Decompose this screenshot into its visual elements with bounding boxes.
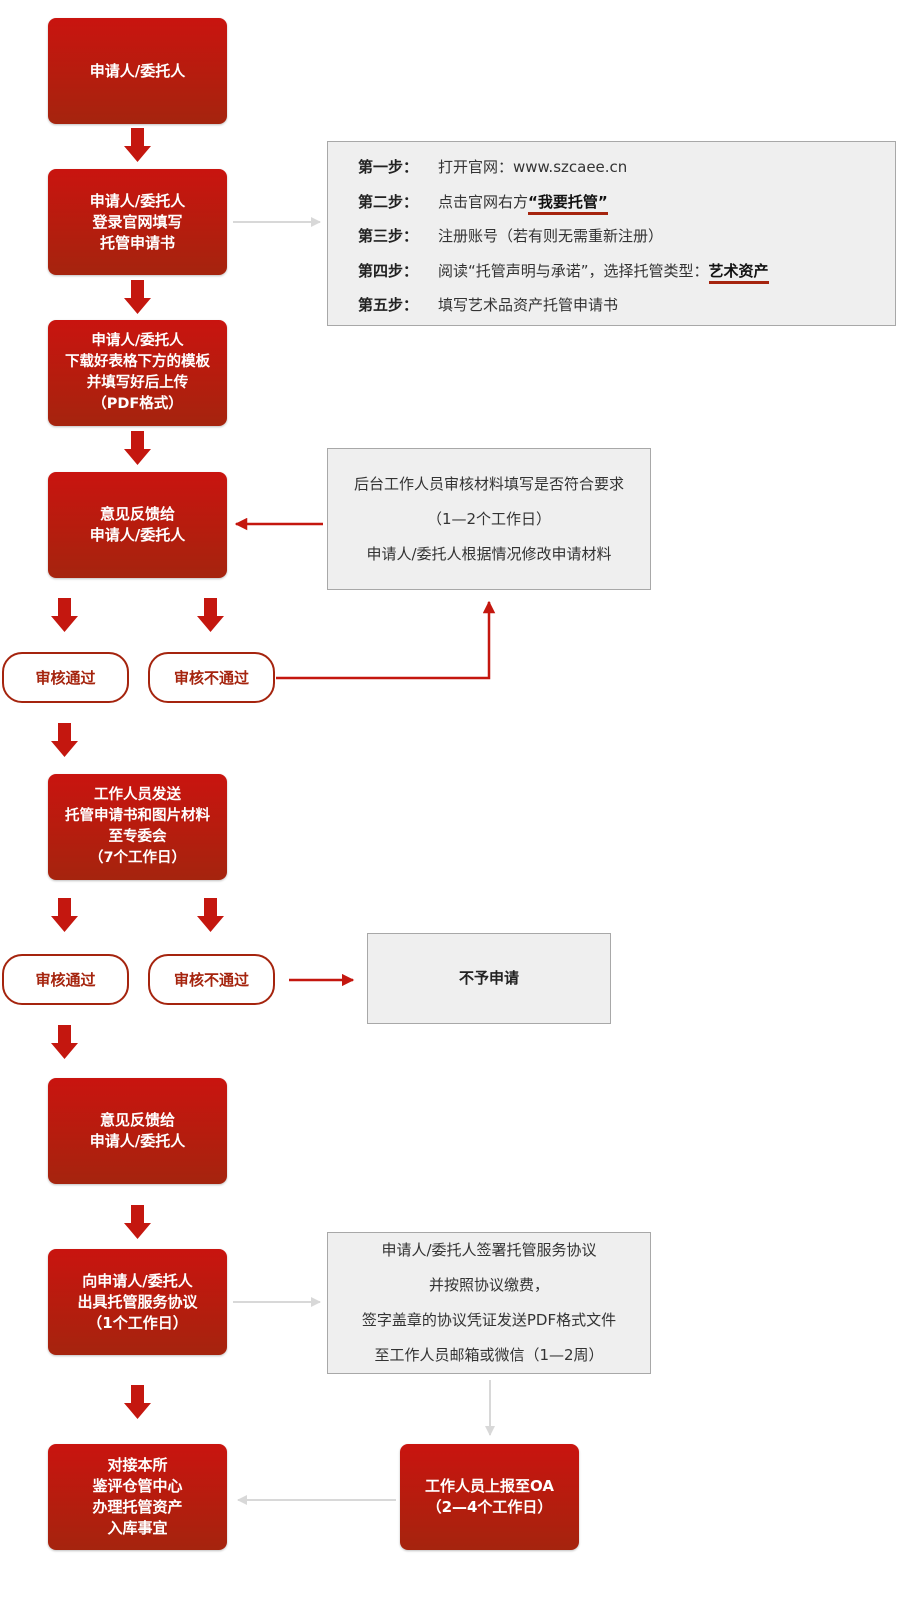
down-arrow (51, 1025, 78, 1059)
down-arrow (124, 1205, 151, 1239)
highlight-my-custody: “我要托管” (528, 192, 608, 215)
box-feedback-1: 意见反馈给 申请人/委托人 (48, 472, 227, 578)
down-arrow (124, 431, 151, 465)
down-arrow (51, 898, 78, 932)
box-applicant: 申请人/委托人 (48, 18, 227, 124)
review-box: 后台工作人员审核材料填写是否符合要求 （1—2个工作日） 申请人/委托人根据情况… (327, 448, 651, 590)
highlight-art-asset: 艺术资产 (708, 261, 769, 284)
step-row: 第三步：注册账号（若有则无需重新注册） (358, 227, 664, 245)
box-download-upload: 申请人/委托人 下载好表格下方的模板 并填写好后上传 （PDF格式） (48, 320, 227, 426)
box-feedback-2: 意见反馈给 申请人/委托人 (48, 1078, 227, 1184)
pill-fail-1: 审核不通过 (148, 652, 275, 703)
step-row: 第五步：填写艺术品资产托管申请书 (358, 296, 619, 314)
reject-box: 不予申请 (367, 933, 611, 1024)
pill-pass-2: 审核通过 (2, 954, 129, 1005)
step-row: 第一步：打开官网：www.szcaee.cn (358, 158, 628, 176)
box-report-oa: 工作人员上报至OA （2—4个工作日） (400, 1444, 579, 1550)
box-login-apply: 申请人/委托人 登录官网填写 托管申请书 (48, 169, 227, 275)
steps-box: 第一步：打开官网：www.szcaee.cn 第二步：点击官网右方“我要托管” … (327, 141, 896, 326)
step-row: 第四步：阅读“托管声明与承诺”，选择托管类型：艺术资产 (358, 254, 895, 289)
down-arrow (197, 898, 224, 932)
pill-pass-1: 审核通过 (2, 652, 129, 703)
down-arrow (124, 128, 151, 162)
down-arrow (124, 1385, 151, 1419)
down-arrow (197, 598, 224, 632)
down-arrow (51, 723, 78, 757)
down-arrow (51, 598, 78, 632)
agreement-box: 申请人/委托人签署托管服务协议 并按照协议缴费， 签字盖章的协议凭证发送PDF格… (327, 1232, 651, 1374)
box-send-committee: 工作人员发送 托管申请书和图片材料 至专委会 （7个工作日） (48, 774, 227, 880)
box-issue-agreement: 向申请人/委托人 出具托管服务协议 （1个工作日） (48, 1249, 227, 1355)
down-arrow (124, 280, 151, 314)
box-warehouse: 对接本所 鉴评仓管中心 办理托管资产 入库事宜 (48, 1444, 227, 1550)
pill-fail-2: 审核不通过 (148, 954, 275, 1005)
step-row: 第二步：点击官网右方“我要托管” (358, 185, 895, 220)
arrow-fail-to-review (276, 600, 496, 680)
